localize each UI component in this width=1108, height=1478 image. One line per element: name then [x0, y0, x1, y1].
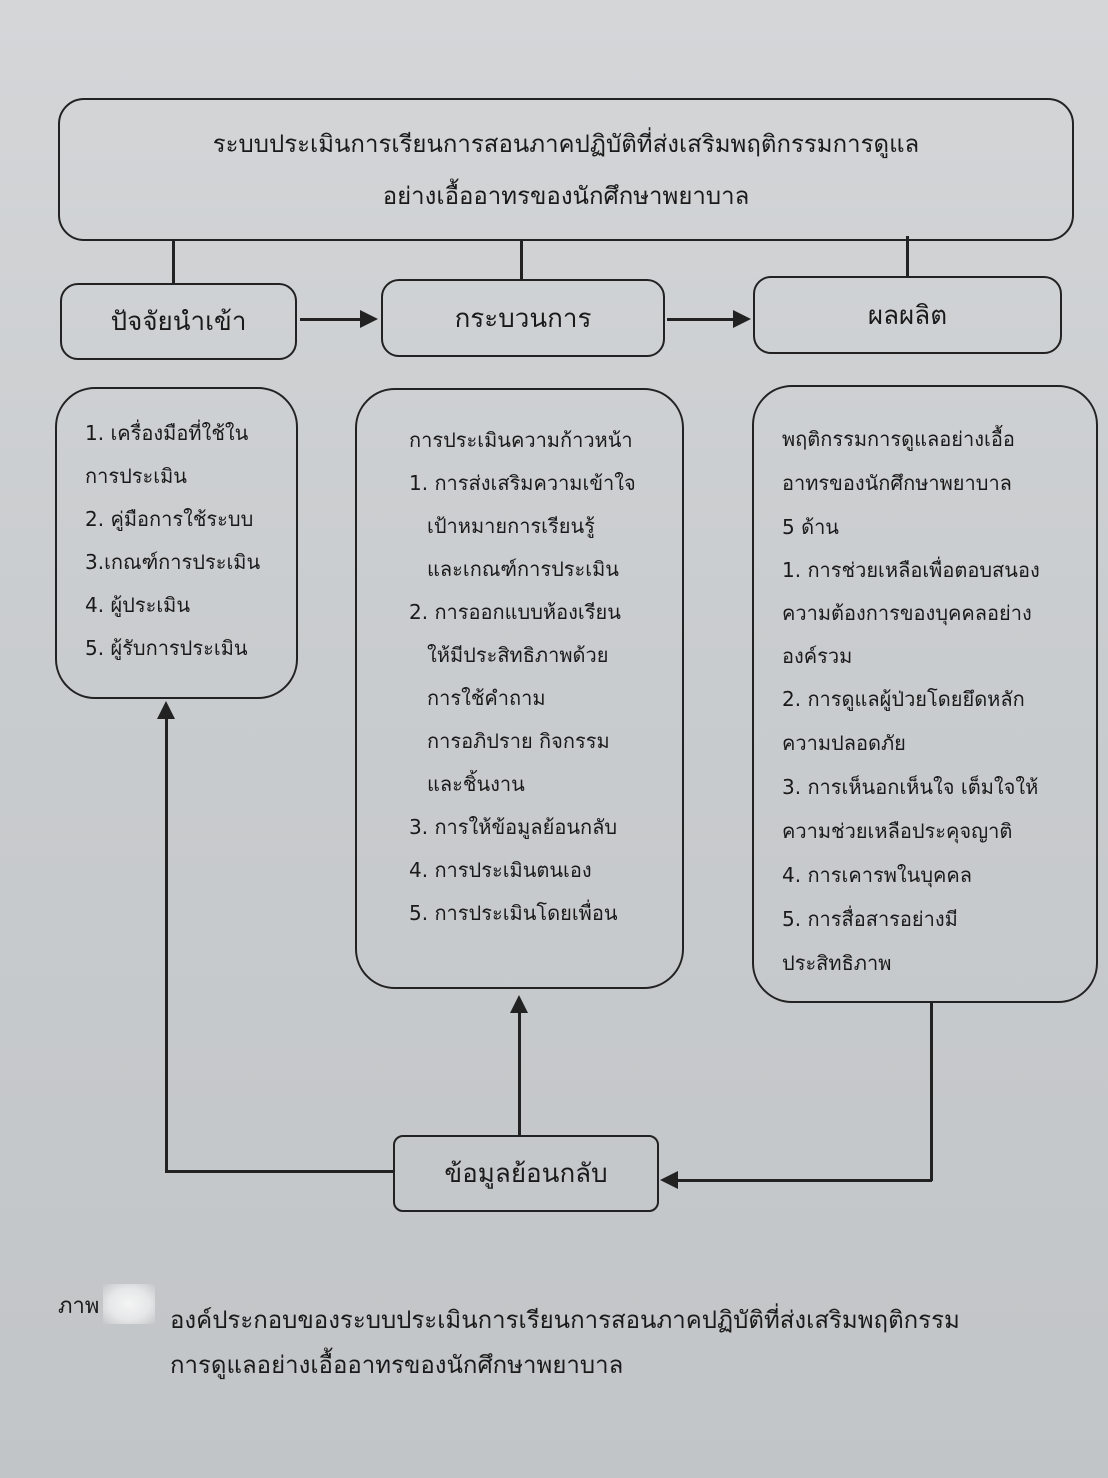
input-item: 4. ผู้ประเมิน [85, 593, 191, 617]
input-item: 5. ผู้รับการประเมิน [85, 636, 248, 660]
process-item: 4. การประเมินตนเอง [409, 858, 592, 882]
process-heading: การประเมินความก้าวหน้า [409, 428, 633, 452]
feedback-box: ข้อมูลย้อนกลับ [393, 1135, 659, 1212]
output-item: ประสิทธิภาพ [782, 951, 892, 975]
title-line-1: ระบบประเมินการเรียนการสอนภาคปฏิบัติที่ส่… [212, 129, 920, 158]
process-stage-label: กระบวนการ [454, 303, 592, 334]
connector-title-output [906, 236, 909, 277]
output-left-line [676, 1179, 932, 1182]
input-item: 1. เครื่องมือที่ใช้ใน [85, 421, 249, 445]
input-stage-box: ปัจจัยนำเข้า [60, 283, 297, 360]
arrow-feedback-input-head [157, 701, 175, 719]
figure-caption-line-2: การดูแลอย่างเอื้ออาทรของนักศึกษาพยาบาล [170, 1351, 624, 1379]
feedback-up-line [165, 718, 168, 1172]
process-item: และเกณฑ์การประเมิน [427, 557, 619, 581]
system-title-box: ระบบประเมินการเรียนการสอนภาคปฏิบัติที่ส่… [58, 98, 1074, 241]
output-item: 3. การเห็นอกเห็นใจ เต็มใจให้ [782, 775, 1039, 799]
feedback-left-line [165, 1170, 393, 1173]
process-item: การใช้คำถาม [427, 686, 546, 710]
input-item: 3.เกณฑ์การประเมิน [85, 550, 261, 574]
arrow-process-output-head [733, 310, 751, 328]
process-item: ให้มีประสิทธิภาพด้วย [427, 643, 609, 667]
arrow-input-process-head [360, 310, 378, 328]
input-item: การประเมิน [85, 464, 187, 488]
output-stage-box: ผลผลิต [753, 276, 1062, 354]
process-item: เป้าหมายการเรียนรู้ [427, 514, 595, 538]
figure-caption-line-1: องค์ประกอบของระบบประเมินการเรียนการสอนภา… [170, 1306, 960, 1334]
process-item: 3. การให้ข้อมูลย้อนกลับ [409, 815, 618, 839]
output-stage-label: ผลผลิต [867, 300, 948, 331]
figure-caption-label: ภาพ [58, 1294, 100, 1319]
process-stage-box: กระบวนการ [381, 279, 665, 357]
output-list-box: พฤติกรรมการดูแลอย่างเอื้อ อาทรของนักศึกษ… [752, 385, 1098, 1003]
output-item: ความต้องการของบุคคลอย่าง [782, 601, 1032, 625]
input-list-box: 1. เครื่องมือที่ใช้ใน การประเมิน 2. คู่ม… [55, 387, 298, 699]
caption-smudge [103, 1284, 155, 1324]
process-item: 2. การออกแบบห้องเรียน [409, 600, 621, 624]
feedback-label: ข้อมูลย้อนกลับ [444, 1159, 608, 1189]
output-item: 1. การช่วยเหลือเพื่อตอบสนอง [782, 558, 1040, 582]
arrow-process-output-line [667, 318, 735, 321]
output-down-line [930, 1003, 933, 1181]
connector-title-process [520, 241, 523, 279]
process-item: และชิ้นงาน [427, 772, 525, 796]
output-heading: 5 ด้าน [782, 515, 839, 539]
output-heading: พฤติกรรมการดูแลอย่างเอื้อ [782, 427, 1015, 451]
arrow-feedback-process-head [510, 995, 528, 1013]
process-item: 1. การส่งเสริมความเข้าใจ [409, 471, 636, 495]
output-item: 2. การดูแลผู้ป่วยโดยยึดหลัก [782, 687, 1025, 711]
output-heading: อาทรของนักศึกษาพยาบาล [782, 471, 1012, 495]
output-item: ความปลอดภัย [782, 731, 906, 755]
process-list-box: การประเมินความก้าวหน้า 1. การส่งเสริมควา… [355, 388, 684, 989]
arrow-feedback-process-line [518, 1012, 521, 1135]
output-item: 4. การเคารพในบุคคล [782, 863, 973, 887]
title-line-2: อย่างเอื้ออาทรของนักศึกษาพยาบาล [382, 181, 750, 210]
output-item: องค์รวม [782, 644, 853, 668]
output-item: ความช่วยเหลือประคุจญาติ [782, 819, 1013, 843]
connector-title-input [172, 241, 175, 284]
arrow-output-feedback-head [660, 1171, 678, 1189]
process-item: การอภิปราย กิจกรรม [427, 729, 610, 753]
input-stage-label: ปัจจัยนำเข้า [110, 307, 247, 337]
output-item: 5. การสื่อสารอย่างมี [782, 907, 958, 931]
input-item: 2. คู่มือการใช้ระบบ [85, 507, 254, 531]
process-item: 5. การประเมินโดยเพื่อน [409, 901, 618, 925]
arrow-input-process-line [300, 318, 362, 321]
